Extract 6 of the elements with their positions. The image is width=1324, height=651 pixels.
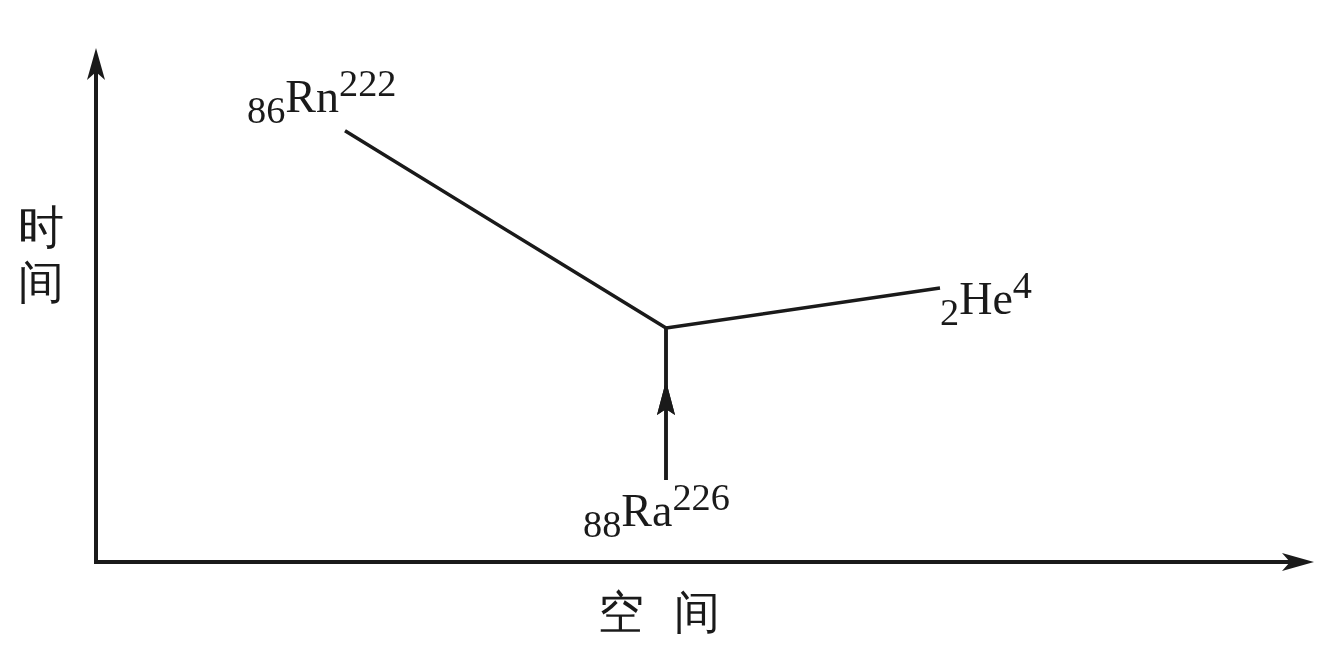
- world-line: [657, 286, 941, 480]
- time-axis-label: 时间: [18, 200, 65, 311]
- nuclide-label: $_{88}$Ra$^{226}$: [583, 478, 730, 543]
- nuclide-label: $_{2}$He$^{4}$: [940, 266, 1032, 331]
- nuclide-label: $_{86}$Rn$^{222}$: [247, 64, 397, 129]
- space-axis-label: 空间: [598, 585, 750, 641]
